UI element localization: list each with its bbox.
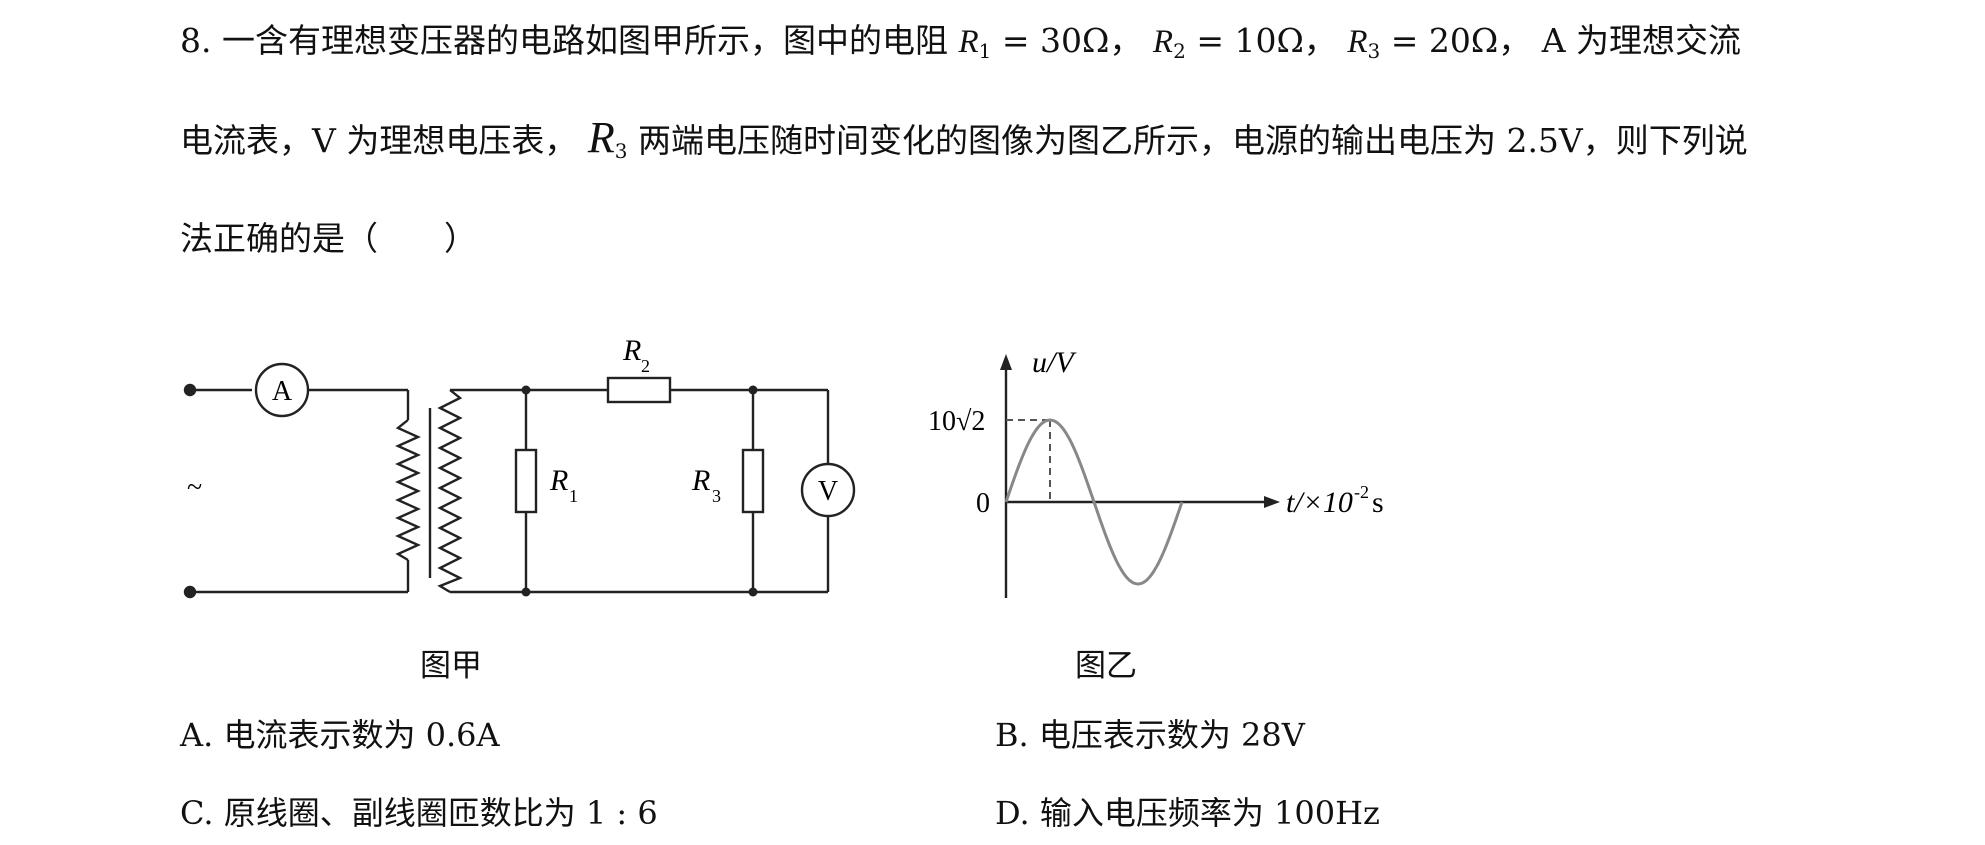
question-text-1b: A 为理想交流 xyxy=(1541,21,1742,60)
r1-sub: 1 xyxy=(978,39,992,63)
x-axis-label: t/×10 xyxy=(1286,486,1353,519)
x-axis-exponent: -2 xyxy=(1354,482,1369,502)
question-text-3: 法正确的是（ ） xyxy=(180,219,477,258)
r3-sub-inline: 3 xyxy=(614,139,628,163)
junction-dot xyxy=(521,385,531,395)
question-text-2b: 两端电压随时间变化的图像为图乙所示，电源的输出电压为 2.5V，则下列说 xyxy=(637,121,1748,160)
x-axis-unit: s xyxy=(1372,486,1384,519)
question-line-3: 法正确的是（ ） xyxy=(180,212,477,260)
question-number: 8. xyxy=(180,21,212,60)
r3-symbol-inline: R xyxy=(587,113,615,162)
waveform-graph: u/V 10√2 0 t/×10 -2 s xyxy=(928,346,1384,598)
ac-source-symbol: ~ xyxy=(187,472,202,503)
sine-curve xyxy=(1004,418,1184,586)
resistor-r1 xyxy=(514,448,538,514)
question-text-2a: 电流表，V 为理想电压表， xyxy=(180,121,578,160)
ammeter-label: A xyxy=(272,376,293,407)
resistor-r2 xyxy=(606,376,672,404)
question-line-2: 电流表，V 为理想电压表， R3 两端电压随时间变化的图像为图乙所示，电源的输出… xyxy=(180,112,1748,163)
x-axis-arrow xyxy=(1264,496,1280,508)
option-d[interactable]: D. 输入电压频率为 100Hz xyxy=(995,794,1380,832)
r3-label-sub: 3 xyxy=(712,486,721,506)
primary-coil xyxy=(395,419,421,562)
r3-sub: 3 xyxy=(1367,39,1381,63)
circuit-diagram: A V ~ R 2 R 1 R 3 xyxy=(183,334,856,599)
option-b[interactable]: B. 电压表示数为 28V xyxy=(995,716,1305,754)
option-c[interactable]: C. 原线圈、副线圈匝数比为 1 : 6 xyxy=(180,794,658,832)
r1-label: R xyxy=(549,464,568,497)
r2-label: R xyxy=(622,334,641,367)
peak-label: 10√2 xyxy=(928,406,985,437)
r1-value: = 30Ω， xyxy=(1001,21,1143,60)
r2-value: = 10Ω， xyxy=(1196,21,1337,60)
question-line-1: 8. 一含有理想变压器的电路如图甲所示，图中的电阻 R1 = 30Ω， R2 =… xyxy=(180,14,1741,63)
resistor-r3 xyxy=(741,448,765,514)
figure-b-caption: 图乙 xyxy=(1075,648,1137,684)
r1-label-sub: 1 xyxy=(569,486,578,506)
r1-symbol: R xyxy=(958,24,979,60)
secondary-coil xyxy=(437,389,463,594)
origin-label: 0 xyxy=(976,488,990,519)
r2-sub: 2 xyxy=(1173,39,1186,63)
junction-dot xyxy=(521,587,531,597)
y-axis-arrow xyxy=(1000,354,1012,370)
junction-dot xyxy=(748,587,758,597)
option-a[interactable]: A. 电流表示数为 0.6A xyxy=(180,716,500,754)
r3-value: = 20Ω， xyxy=(1390,21,1532,60)
question-text-1a: 一含有理想变压器的电路如图甲所示，图中的电阻 xyxy=(222,21,948,60)
y-axis-label: u/V xyxy=(1032,346,1077,379)
r3-label: R xyxy=(691,464,710,497)
figure-a-caption: 图甲 xyxy=(420,648,482,684)
voltmeter-label: V xyxy=(818,476,838,507)
r2-symbol: R xyxy=(1152,24,1174,60)
r2-label-sub: 2 xyxy=(641,356,650,376)
r3-symbol: R xyxy=(1347,24,1368,60)
junction-dot xyxy=(748,385,758,395)
